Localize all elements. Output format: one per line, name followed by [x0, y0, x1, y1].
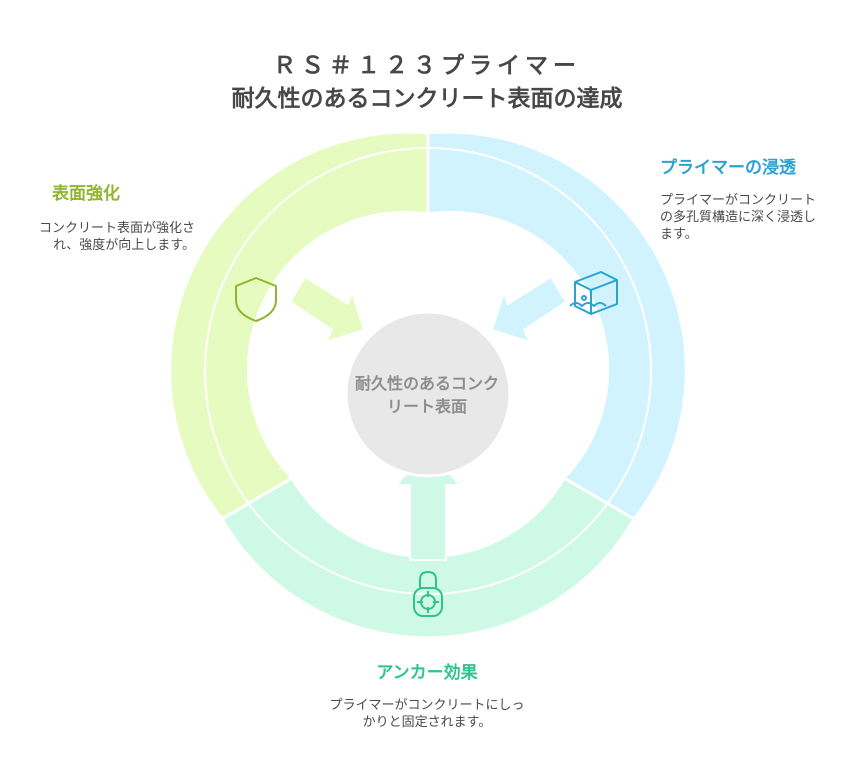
title-line-1: ＲＳ＃１２３プライマー: [273, 53, 581, 79]
segment-left-text: 表面強化 コンクリート表面が強化され、強度が向上します。: [30, 182, 195, 254]
target-lock-icon: [413, 570, 443, 617]
segment-bottom-description: プライマーがコンクリートにしっかりと固定されます。: [329, 698, 525, 730]
title-line-2: 耐久性のあるコンクリート表面の達成: [231, 86, 623, 112]
segment-right: [426, 130, 688, 521]
segment-bottom-heading: アンカー効果: [376, 663, 478, 683]
segment-right-heading: プライマーの浸透: [660, 158, 796, 178]
shield-icon: [235, 277, 277, 322]
segment-left: [168, 130, 430, 521]
segment-right-text: プライマーの浸透 プライマーがコンクリートの多孔質構造に深く浸透します。: [660, 156, 820, 243]
center-hub: [344, 310, 512, 478]
arrow-right: [490, 275, 568, 344]
segment-left-description: コンクリート表面が強化され、強度が向上します。: [38, 221, 195, 253]
segment-bottom-text: アンカー効果 プライマーがコンクリートにしっかりと固定されます。: [327, 661, 527, 731]
diagram-title: ＲＳ＃１２３プライマー 耐久性のあるコンクリート表面の達成: [0, 50, 854, 116]
arrow-left: [288, 275, 366, 344]
segment-left-heading: 表面強化: [52, 184, 120, 204]
segment-right-description: プライマーがコンクリートの多孔質構造に深く浸透します。: [660, 193, 817, 242]
concrete-block-icon: [569, 271, 618, 315]
center-label: 耐久性のあるコンクリート表面: [354, 374, 499, 416]
